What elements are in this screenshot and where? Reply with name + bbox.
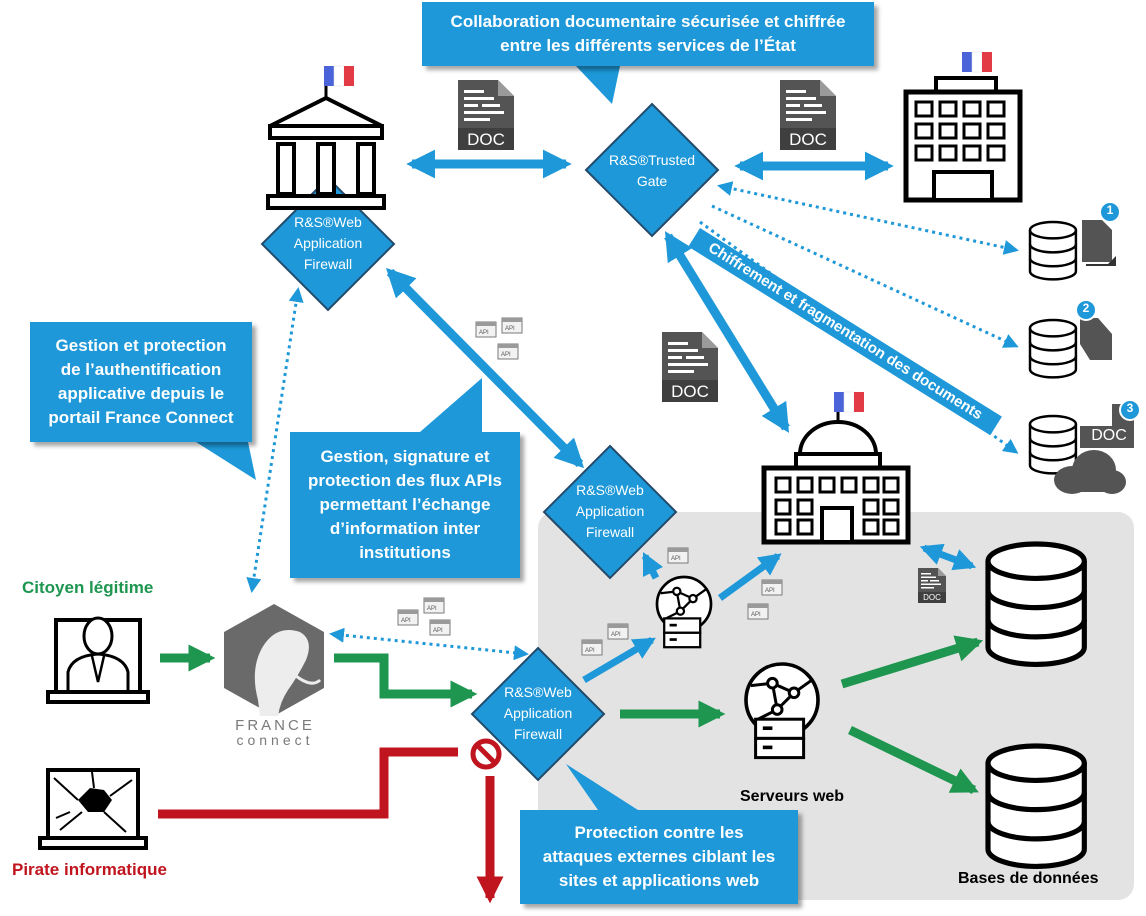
- callout-auth-line2: de l’authentification: [60, 360, 222, 379]
- api-icon: [423, 597, 445, 614]
- encryption-band: [688, 227, 1002, 436]
- callout-api-line4: d’information inter: [329, 519, 481, 538]
- waf-middle-line2: Application: [575, 503, 645, 519]
- doc-label-3: DOC: [671, 382, 709, 401]
- waf-bottom-line3: Firewall: [513, 726, 563, 742]
- callout-api-line3: permettant l’échange: [319, 495, 491, 514]
- api-icon: [667, 547, 689, 564]
- trusted-gate-diamond: [584, 102, 720, 238]
- callout-protection-line2: attaques externes ciblant les: [542, 847, 776, 866]
- doc-label-2: DOC: [789, 130, 827, 149]
- callout-protection-line3: sites et applications web: [558, 871, 760, 890]
- servers-label: Serveurs web: [740, 788, 845, 805]
- doc-label-4: DOC: [923, 593, 941, 602]
- badge-2: [1075, 299, 1097, 321]
- doc-label-cloud: DOC: [1091, 427, 1127, 444]
- api-icon: [497, 343, 519, 360]
- flag-france-icon: [961, 51, 993, 73]
- france-connect-line1: FRANCE: [235, 717, 315, 734]
- badge-2-label: 2: [1082, 301, 1090, 315]
- france-connect-logo: [224, 604, 324, 716]
- hacker-label: Pirate informatique: [12, 860, 167, 879]
- api-icon: [761, 579, 783, 596]
- waf-label-top: R&S®Web Application Firewall: [273, 212, 383, 275]
- office-building-icon: [903, 76, 1023, 203]
- api-icon: [475, 321, 497, 338]
- callout-api-line2: protection des flux APIs: [308, 471, 502, 490]
- badge-3-label: 3: [1126, 401, 1134, 415]
- document-icon: [1080, 318, 1112, 360]
- waf-diamond-bottom: [470, 646, 606, 782]
- citizen-label: Citoyen légitime: [22, 578, 154, 597]
- api-icon: [607, 623, 629, 640]
- waf-label-middle: R&S®Web Application Firewall: [555, 480, 665, 543]
- badge-1: [1099, 201, 1121, 223]
- badge-1-label: 1: [1106, 203, 1114, 217]
- callout-api-line1: Gestion, signature et: [320, 447, 490, 466]
- waf-bottom-line2: Application: [503, 705, 573, 721]
- api-icon: [397, 609, 419, 626]
- api-icon: [581, 639, 603, 656]
- api-icon: [747, 603, 769, 620]
- callout-auth-line1: Gestion et protection: [55, 336, 227, 355]
- callout-api-line5: institutions: [359, 543, 451, 562]
- database-icon: [1028, 414, 1078, 475]
- flag-france-icon: [833, 391, 865, 413]
- waf-bottom-line1: R&S®Web: [504, 684, 572, 700]
- trusted-gate-label: R&S®Trusted Gate: [597, 150, 707, 192]
- callout-collaboration-line1: Collaboration documentaire sécurisée et …: [450, 12, 846, 31]
- callout-auth-line4: portail France Connect: [48, 408, 234, 427]
- callout-collaboration: Collaboration documentaire sécurisée et …: [422, 2, 874, 66]
- database-icon: [1028, 220, 1078, 281]
- api-icon: [501, 317, 523, 334]
- waf-diamond-top: [260, 176, 396, 312]
- ministry-building-icon: [266, 86, 386, 210]
- database-icon: [988, 544, 1084, 664]
- france-connect-text: FRANCE connect: [214, 718, 336, 747]
- waf-top-line2: Application: [293, 235, 363, 251]
- document-icon: [1082, 220, 1116, 266]
- callout-collaboration-line2: entre les différents services de l’État: [500, 36, 796, 55]
- waf-label-bottom: R&S®Web Application Firewall: [483, 682, 593, 745]
- waf-middle-line1: R&S®Web: [576, 482, 644, 498]
- capitol-building-icon: [761, 412, 911, 545]
- databases-label: Bases de données: [958, 870, 1099, 887]
- badge-3: [1119, 399, 1141, 421]
- waf-middle-line3: Firewall: [585, 524, 635, 540]
- cloud-icon: [1054, 450, 1126, 494]
- france-connect-line2: connect: [236, 732, 314, 748]
- flag-france-icon: [323, 65, 355, 87]
- doc-label-1: DOC: [467, 130, 505, 149]
- callout-protection-line1: Protection contre les: [574, 823, 744, 842]
- callout-authentication: Gestion et protection de l’authentificat…: [30, 322, 252, 442]
- database-icon: [1028, 318, 1078, 379]
- waf-top-line3: Firewall: [303, 256, 353, 272]
- api-icon: [429, 619, 451, 636]
- trusted-gate-line2: Gate: [636, 173, 668, 189]
- blocked-icon: [470, 738, 502, 770]
- callout-auth-line3: applicative depuis le: [57, 384, 225, 403]
- user-laptop-icon: [46, 616, 150, 704]
- waf-top-line1: R&S®Web: [294, 214, 362, 230]
- waf-diamond-middle: [542, 444, 678, 580]
- callout-api: Gestion, signature et protection des flu…: [290, 432, 520, 578]
- trusted-gate-line1: R&S®Trusted: [608, 152, 696, 168]
- hacker-laptop-icon: [38, 768, 148, 850]
- callout-protection: Protection contre les attaques externes …: [520, 810, 798, 904]
- database-icon: [988, 746, 1084, 866]
